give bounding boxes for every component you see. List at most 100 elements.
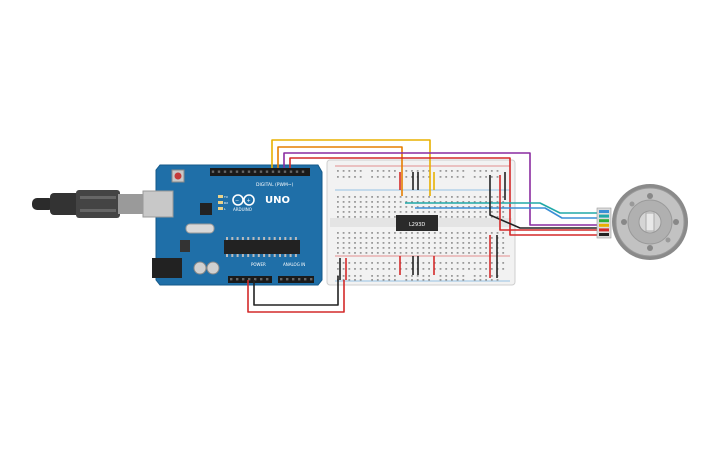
breadboard-hole [468,201,470,203]
breadboard-hole [416,242,419,244]
breadboard-hole [411,176,413,178]
breadboard-hole [502,237,505,239]
breadboard-hole [388,252,391,254]
breadboard-hole [502,216,505,218]
svg-text:TX: TX [223,195,228,199]
connector-pin [599,228,609,232]
breadboard-hole [468,247,470,249]
breadboard-hole [371,275,373,277]
breadboard-hole [433,206,436,208]
breadboard-hole [451,262,453,264]
header-pin [241,170,245,173]
breadboard-hole [479,275,482,277]
breadboard-hole [485,170,487,172]
breadboard-hole [365,237,368,239]
breadboard-hole [337,242,339,244]
breadboard-hole [422,247,425,249]
breadboard-hole [428,275,430,277]
breadboard-hole [388,211,391,213]
breadboard-hole [394,216,396,218]
breadboard-hole [468,232,470,234]
analog-header [278,276,314,283]
analog-label: ANALOG IN [283,262,305,267]
breadboard-hole [462,170,465,172]
chip-pin [257,237,260,240]
breadboard-hole [411,262,413,264]
usb-controller-chip [200,203,212,215]
wire-blue [415,207,600,219]
header-pin [271,170,275,173]
breadboard-hole [405,237,408,239]
wire-yellow-1 [271,139,431,196]
breadboard-hole [490,216,493,218]
breadboard-hole [439,232,442,234]
breadboard-hole [376,252,379,254]
breadboard-hole [416,201,419,203]
breadboard-hole [354,237,356,239]
breadboard-hole [405,176,408,178]
breadboard-hole [348,242,351,244]
breadboard-hole [382,232,385,234]
breadboard-hole [342,170,345,172]
breadboard-hole [354,242,356,244]
chip-pin [294,237,297,240]
chip-pin [284,254,287,257]
breadboard-hole [479,170,482,172]
breadboard-hole [490,262,493,264]
breadboard-hole [337,252,339,254]
breadboard-hole [348,216,351,218]
voltage-regulator [180,240,190,252]
chip-pin [226,237,228,240]
breadboard-hole [439,247,442,249]
chip-pin [279,237,281,240]
breadboard-hole [365,201,368,203]
breadboard-hole [485,206,487,208]
breadboard-hole [394,232,396,234]
breadboard-hole [376,237,379,239]
breadboard-hole [456,247,459,249]
chip-pin [268,254,271,257]
wire-teal [405,202,600,214]
breadboard-hole [405,206,408,208]
breadboard-hole [428,262,430,264]
breadboard-hole [382,216,385,218]
breadboard-hole [439,206,442,208]
wire-black-motor [489,175,600,229]
crystal [185,223,215,234]
breadboard-hole [382,247,385,249]
breadboard-hole [337,206,339,208]
breadboard-hole [359,275,362,277]
breadboard-hole [337,196,339,198]
breadboard-hole [490,196,493,198]
breadboard-hole [462,196,465,198]
breadboard-hole [468,216,470,218]
header-pin [289,170,293,173]
breadboard-hole [348,275,351,277]
breadboard-hole [342,247,345,249]
breadboard-hole [456,279,459,281]
breadboard-hole [371,237,373,239]
chip-pin [263,237,266,240]
breadboard-hole [428,196,430,198]
breadboard-hole [490,237,493,239]
breadboard-hole [342,196,345,198]
breadboard-hole [388,237,391,239]
breadboard-hole [376,170,379,172]
breadboard-hole [405,247,408,249]
breadboard-hole [439,176,442,178]
breadboard-hole [468,262,470,264]
breadboard-hole [485,216,487,218]
breadboard-hole [354,262,356,264]
breadboard-hole [473,247,476,249]
wire-orange-1 [277,146,403,196]
breadboard-hole [359,262,362,264]
breadboard-hole [433,247,436,249]
breadboard-hole [382,262,385,264]
header-pin [217,170,221,173]
breadboard-hole [490,201,493,203]
breadboard-hole [382,196,385,198]
breadboard-hole [394,237,396,239]
chip-pin [279,254,281,257]
breadboard-hole [365,196,368,198]
breadboard-hole [388,232,391,234]
